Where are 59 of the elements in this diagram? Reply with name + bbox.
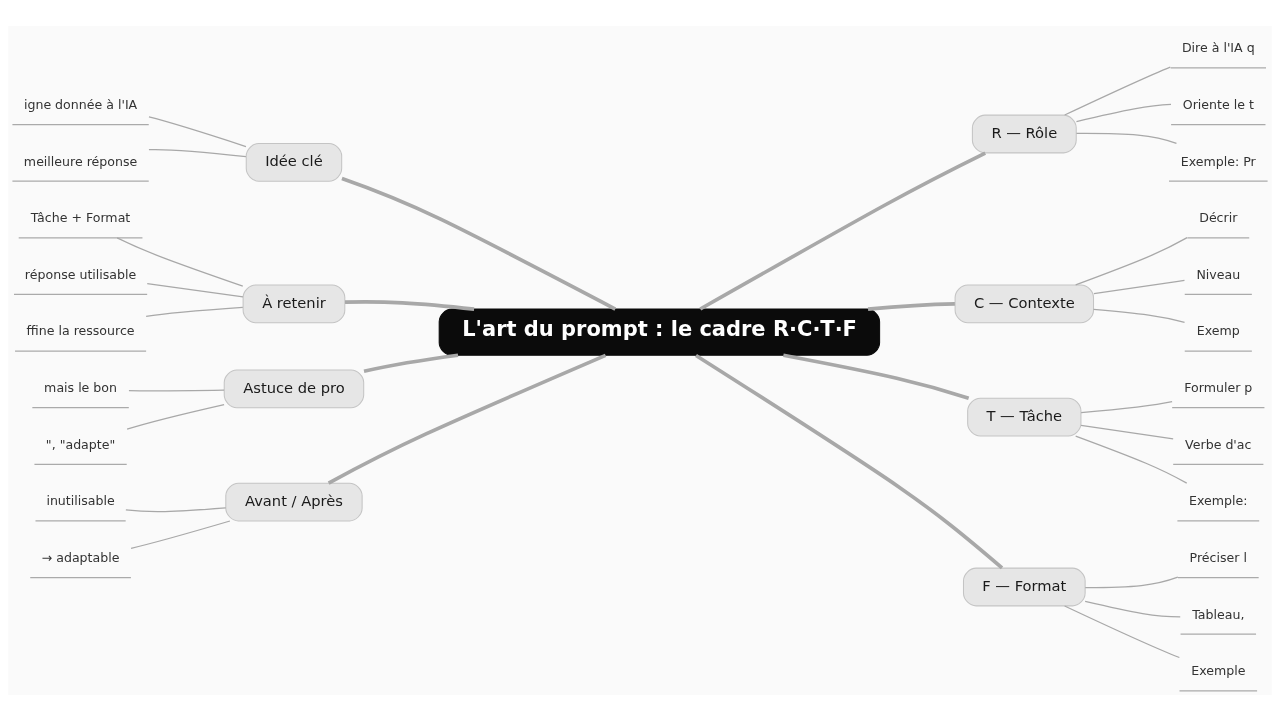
connector — [363, 352, 459, 373]
node-box: Astuce de pro — [223, 368, 365, 408]
node-text: Tableau, — [1192, 606, 1245, 622]
node-text: Exemple — [1191, 662, 1246, 678]
node-box: Idée clé — [245, 142, 343, 182]
connector — [148, 115, 247, 147]
node-text: réponse utilisable — [24, 266, 137, 282]
node-box: C — Contexte — [954, 283, 1095, 323]
node-text: Exemple: — [1189, 492, 1248, 508]
connector — [128, 388, 225, 391]
node-text: Exemple: Pr — [1180, 153, 1256, 169]
connector — [1075, 132, 1178, 144]
node-box: R — Rôle — [971, 114, 1077, 153]
connector — [1064, 65, 1171, 116]
node-text: Oriente le t — [1182, 96, 1254, 112]
node-box: Avant / Après — [225, 482, 363, 521]
connector — [341, 176, 617, 311]
connector — [1075, 236, 1188, 286]
node-text: Dire à l'IA q — [1181, 39, 1255, 55]
node-text: Décrir — [1199, 209, 1238, 225]
connector — [146, 282, 244, 297]
connector — [783, 353, 970, 400]
node-text: Verbe d'ac — [1185, 436, 1252, 452]
connector — [125, 506, 227, 512]
connector — [1075, 103, 1172, 122]
node-text: Formuler p — [1184, 379, 1253, 395]
node-text: mais le bon — [44, 379, 118, 395]
node-text: ffine la ressource — [26, 322, 135, 338]
connector — [1080, 400, 1173, 413]
connector — [116, 236, 244, 287]
connector — [126, 403, 225, 430]
node-box: L'art du prompt : le cadre R·C·T·F — [438, 308, 881, 356]
node-text: Exemp — [1196, 322, 1240, 338]
node-text: inutilisable — [46, 492, 115, 508]
connector — [699, 150, 987, 311]
connector — [1080, 424, 1174, 439]
connector — [1084, 576, 1179, 588]
node-box: T — Tâche — [967, 397, 1082, 437]
node-text: ", "adapte" — [45, 436, 116, 452]
connector — [1092, 308, 1186, 323]
connector — [1075, 434, 1188, 484]
connector — [148, 148, 247, 157]
connector — [867, 301, 955, 311]
node-text: Niveau — [1196, 266, 1241, 282]
node-box: À retenir — [242, 283, 346, 323]
node-text: Préciser l — [1189, 549, 1247, 565]
node-text: → adaptable — [41, 549, 120, 565]
node-text: meilleure réponse — [23, 153, 138, 169]
connector — [130, 519, 231, 549]
connector — [1093, 279, 1186, 294]
connector — [1084, 600, 1181, 617]
node-text: igne donnée à l'IA — [23, 96, 138, 112]
connector — [1064, 604, 1180, 658]
node-text: Tâche + Format — [30, 209, 131, 225]
connector — [327, 353, 607, 485]
connector — [695, 353, 1004, 569]
connector — [345, 299, 475, 311]
node-box: F — Format — [962, 567, 1086, 606]
connector — [145, 306, 244, 317]
